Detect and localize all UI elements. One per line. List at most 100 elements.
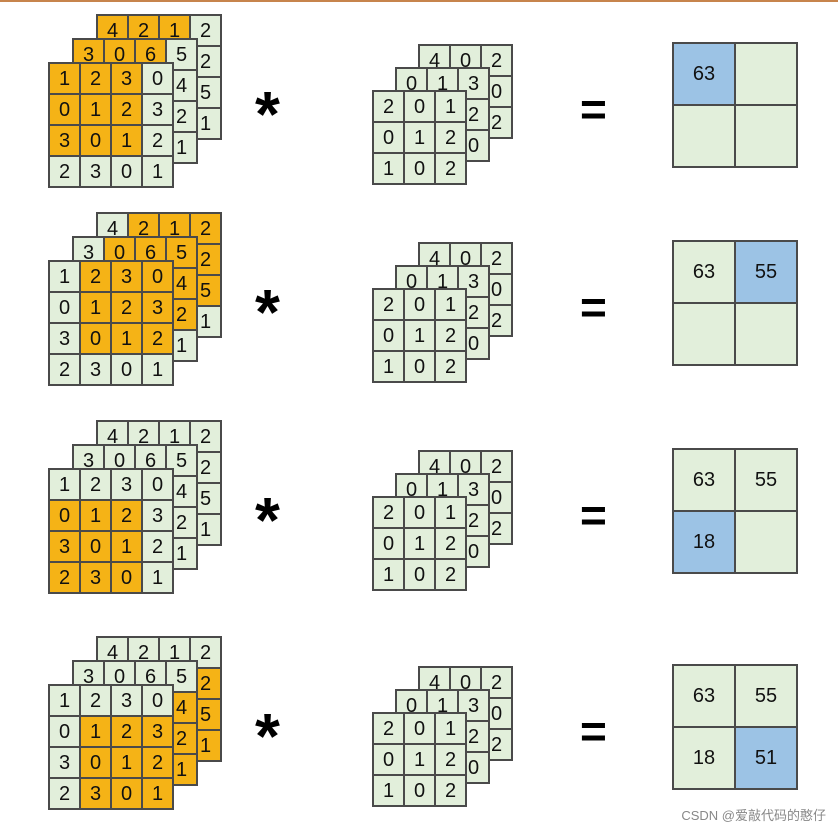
input-channel-3-cell: 3 <box>79 353 112 386</box>
input-channel-3-cell: 0 <box>110 155 143 188</box>
input-channel-3-cell: 3 <box>110 468 143 501</box>
kernel-channel-3-cell: 1 <box>403 319 436 352</box>
input-channel-3-cell: 1 <box>48 684 81 717</box>
input-channel-3-cell: 3 <box>79 777 112 810</box>
kernel-channel-3-cell: 0 <box>403 152 436 185</box>
output-feature-map-cell: 63 <box>672 664 736 728</box>
kernel-channel-3-cell: 1 <box>403 527 436 560</box>
output-feature-map-cell: 18 <box>672 726 736 790</box>
input-channel-3-cell: 3 <box>141 499 174 532</box>
input-channel-1-cell: 2 <box>189 14 222 47</box>
input-channel-3-cell: 3 <box>79 155 112 188</box>
kernel-channel-3-cell: 2 <box>434 350 467 383</box>
kernel-channel-3-cell: 2 <box>372 712 405 745</box>
input-channel-3-cell: 2 <box>48 561 81 594</box>
output-feature-map-cell: 63 <box>672 42 736 106</box>
kernel-channel-3-cell: 1 <box>403 121 436 154</box>
input-channel-3-cell: 2 <box>141 322 174 355</box>
input-channel-3-cell: 3 <box>141 93 174 126</box>
input-channel-3-cell: 0 <box>48 715 81 748</box>
kernel-channel-3-cell: 2 <box>372 90 405 123</box>
output-feature-map-cell: 63 <box>672 448 736 512</box>
input-channel-2-cell: 5 <box>165 660 198 693</box>
input-channel-3-cell: 3 <box>110 684 143 717</box>
output-feature-map-cell: 55 <box>734 664 798 728</box>
convolution-step-3: 4212343203052121306543442322120112300123… <box>0 420 838 620</box>
input-channel-3-cell: 1 <box>141 561 174 594</box>
input-channel-3-cell: 2 <box>110 93 143 126</box>
kernel-channel-3-cell: 1 <box>372 350 405 383</box>
kernel-channel-3-cell: 2 <box>434 558 467 591</box>
convolution-step-1: 4212343203052121306543442322120112300123… <box>0 14 838 214</box>
input-channel-3-cell: 2 <box>141 124 174 157</box>
kernel-channel-3-cell: 0 <box>372 743 405 776</box>
kernel-channel-3-cell: 0 <box>403 350 436 383</box>
input-channel-3-cell: 2 <box>48 155 81 188</box>
kernel-channel-3-cell: 2 <box>434 121 467 154</box>
output-feature-map-cell <box>734 104 798 168</box>
kernel-channel-3-cell: 1 <box>434 90 467 123</box>
input-channel-3-cell: 3 <box>141 291 174 324</box>
input-channel-3-cell: 1 <box>141 777 174 810</box>
input-channel-3-cell: 0 <box>79 322 112 355</box>
input-channel-3-cell: 1 <box>110 530 143 563</box>
kernel-channel-3-cell: 0 <box>372 121 405 154</box>
input-channel-3-cell: 2 <box>110 291 143 324</box>
input-channel-3-cell: 1 <box>79 499 112 532</box>
input-channel-3-cell: 2 <box>110 499 143 532</box>
equals-operator: = <box>580 83 607 135</box>
input-channel-3-cell: 1 <box>79 291 112 324</box>
input-channel-3-cell: 0 <box>48 291 81 324</box>
input-channel-3-cell: 2 <box>79 684 112 717</box>
kernel-channel-3-cell: 0 <box>403 90 436 123</box>
output-feature-map-cell: 63 <box>672 240 736 304</box>
convolution-step-4: 4212343203052121306543442322120112300123… <box>0 636 838 836</box>
input-channel-3-cell: 2 <box>110 715 143 748</box>
output-feature-map-cell <box>734 302 798 366</box>
input-channel-3-cell: 1 <box>48 260 81 293</box>
output-feature-map-cell: 18 <box>672 510 736 574</box>
kernel-channel-3-cell: 1 <box>372 774 405 807</box>
output-feature-map: 63 <box>672 42 798 168</box>
input-channel-3-cell: 1 <box>48 62 81 95</box>
input-channel-3-cell: 0 <box>48 93 81 126</box>
kernel-channel-3-cell: 0 <box>403 558 436 591</box>
input-channel-3-cell: 0 <box>79 124 112 157</box>
watermark: CSDN @爱敲代码的憨仔 <box>681 808 826 823</box>
kernel-channel-3-cell: 1 <box>403 743 436 776</box>
convolution-step-2: 4212343203052121306543442322120112300123… <box>0 212 838 412</box>
input-channel-3-cell: 3 <box>48 322 81 355</box>
kernel-channel-3-cell: 1 <box>372 558 405 591</box>
input-channel-2-cell: 5 <box>165 444 198 477</box>
input-channel-3-cell: 2 <box>48 777 81 810</box>
input-channel-3-cell: 0 <box>141 684 174 717</box>
input-channel-3-cell: 0 <box>79 746 112 779</box>
kernel-channel-3-cell: 2 <box>372 288 405 321</box>
multiply-operator: * <box>255 484 280 556</box>
kernel-channel-3-cell: 1 <box>434 288 467 321</box>
input-channel-2-cell: 5 <box>165 38 198 71</box>
input-channel-3-cell: 2 <box>48 353 81 386</box>
kernel-channel-3-cell: 0 <box>403 712 436 745</box>
input-channel-3-cell: 0 <box>79 530 112 563</box>
input-channel-3-cell: 2 <box>79 468 112 501</box>
kernel-channel-3-cell: 1 <box>372 152 405 185</box>
input-channel-3-cell: 3 <box>110 62 143 95</box>
input-channel-2-cell: 5 <box>165 236 198 269</box>
kernel-channel-3-cell: 0 <box>403 496 436 529</box>
kernel-channel-3-cell: 2 <box>434 152 467 185</box>
input-channel-3-cell: 2 <box>79 260 112 293</box>
input-channel-3-cell: 3 <box>48 530 81 563</box>
input-channel-3-cell: 1 <box>110 746 143 779</box>
input-channel-3-cell: 0 <box>141 468 174 501</box>
output-feature-map-cell: 51 <box>734 726 798 790</box>
input-channel-3-cell: 1 <box>141 353 174 386</box>
kernel-channel-3-cell: 2 <box>434 319 467 352</box>
input-channel-3-cell: 3 <box>48 746 81 779</box>
input-channel-3-cell: 1 <box>48 468 81 501</box>
